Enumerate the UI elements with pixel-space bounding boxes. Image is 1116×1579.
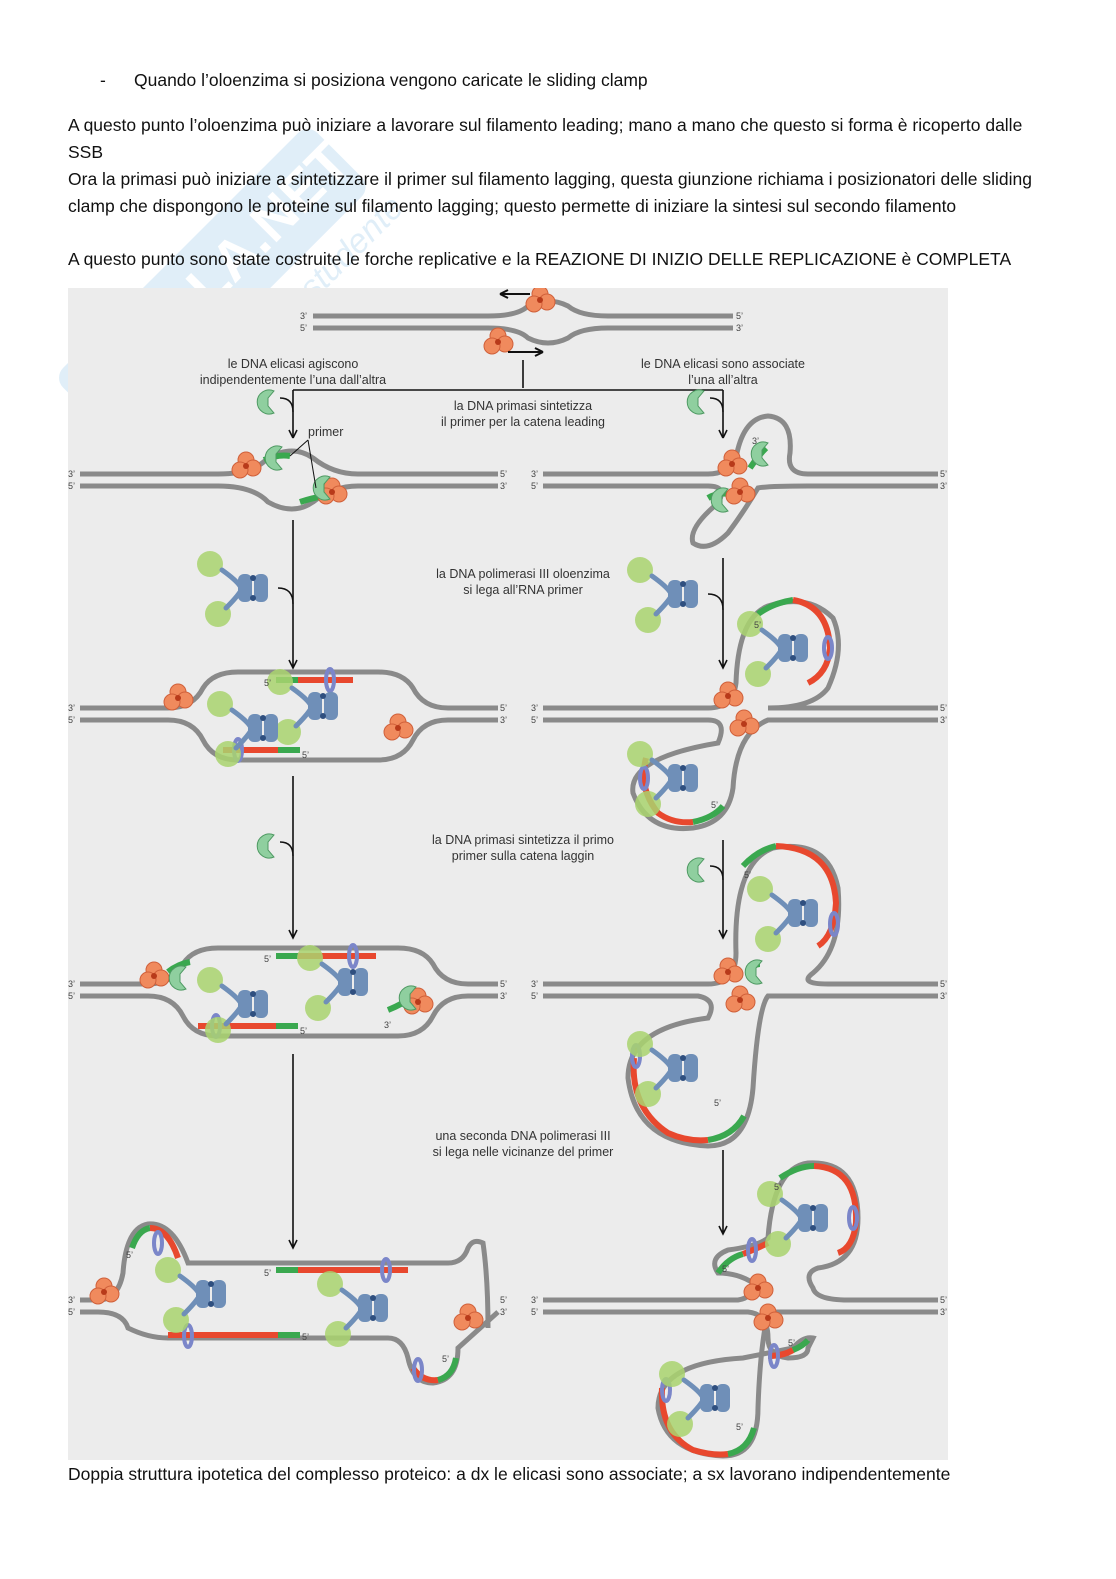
end-label: 5’ — [531, 481, 538, 491]
end-label: 3’ — [940, 481, 947, 491]
end-label: 3’ — [531, 979, 538, 989]
end-label: 5’ — [940, 1295, 947, 1305]
left-title-line1: le DNA elicasi agiscono — [228, 357, 359, 371]
end-label: 3’ — [300, 311, 307, 321]
end-label: 5’ — [126, 1250, 133, 1260]
end-label: 5’ — [500, 1295, 507, 1305]
paragraph-leading: A questo punto l’oloenzima può iniziare … — [68, 112, 1058, 165]
end-label: 5’ — [774, 1182, 781, 1192]
end-label: 5’ — [940, 469, 947, 479]
end-label: 5’ — [736, 311, 743, 321]
end-label: 3’ — [68, 469, 75, 479]
step1-label-line1: la DNA primasi sintetizza — [454, 399, 592, 413]
end-label: 3’ — [736, 323, 743, 333]
step2-label-line2: si lega all’RNA primer — [463, 583, 582, 597]
end-label: 3’ — [500, 715, 507, 725]
end-label: 5’ — [500, 703, 507, 713]
end-label: 5’ — [500, 979, 507, 989]
bullet-dash: - — [100, 70, 134, 91]
end-label: 5’ — [68, 1307, 75, 1317]
figure-caption: Doppia struttura ipotetica del complesso… — [68, 1464, 1068, 1485]
end-label: 5’ — [744, 870, 751, 880]
end-label: 5’ — [302, 1332, 309, 1342]
end-label: 5’ — [264, 678, 271, 688]
end-label: 5’ — [68, 715, 75, 725]
end-label: 3’ — [500, 481, 507, 491]
bullet-item: -Quando l’oloenzima si posiziona vengono… — [100, 70, 648, 91]
primer-label: primer — [308, 425, 343, 439]
step4-label-line2: si lega nelle vicinanze del primer — [433, 1145, 614, 1159]
step3-label-line1: la DNA primasi sintetizza il primo — [432, 833, 614, 847]
end-label: 3’ — [500, 991, 507, 1001]
end-label: 5’ — [68, 481, 75, 491]
end-label: 3’ — [752, 436, 759, 446]
end-label: 5’ — [264, 954, 271, 964]
end-label: 5’ — [68, 991, 75, 1001]
bullet-text: Quando l’oloenzima si posiziona vengono … — [134, 70, 648, 90]
end-label: 3’ — [940, 991, 947, 1001]
end-label: 3’ — [500, 1307, 507, 1317]
step1-label-line2: il primer per la catena leading — [441, 415, 605, 429]
end-label: 5’ — [300, 323, 307, 333]
end-label: 5’ — [940, 979, 947, 989]
right-title-line1: le DNA elicasi sono associate — [641, 357, 805, 371]
end-label: 3’ — [940, 1307, 947, 1317]
end-label: 5’ — [531, 991, 538, 1001]
end-label: 5’ — [300, 1026, 307, 1036]
end-label: 5’ — [722, 1264, 729, 1274]
end-label: 3’ — [68, 979, 75, 989]
paragraph-complete: A questo punto sono state costruite le f… — [68, 246, 1058, 273]
right-title-line2: l’una all’altra — [688, 373, 758, 387]
end-label: 3’ — [531, 1295, 538, 1305]
paragraph-lagging: Ora la primasi può iniziare a sintetizza… — [68, 166, 1058, 219]
step4-label-line1: una seconda DNA polimerasi III — [435, 1129, 610, 1143]
end-label: 5’ — [500, 469, 507, 479]
end-label: 3’ — [68, 1295, 75, 1305]
end-label: 3’ — [940, 715, 947, 725]
end-label: 5’ — [736, 1422, 743, 1432]
end-label: 5’ — [940, 703, 947, 713]
step2-label-line1: la DNA polimerasi III oloenzima — [436, 567, 610, 581]
end-label: 5’ — [442, 1354, 449, 1364]
end-label: 3’ — [531, 469, 538, 479]
left-title-line2: indipendentemente l’una dall’altra — [200, 373, 386, 387]
end-label: 5’ — [264, 1268, 271, 1278]
end-label: 5’ — [531, 1307, 538, 1317]
end-label: 5’ — [754, 620, 761, 630]
end-label: 3’ — [68, 703, 75, 713]
end-label: 3’ — [531, 703, 538, 713]
replication-figure: 3’ 5’ 5’ 3’ le DNA elicasi agiscono indi… — [68, 288, 948, 1460]
step3-label-line2: primer sulla catena laggin — [452, 849, 594, 863]
end-label: 5’ — [531, 715, 538, 725]
end-label: 5’ — [714, 1098, 721, 1108]
end-label: 5’ — [711, 800, 718, 810]
end-label: 3’ — [384, 1020, 391, 1030]
end-label: 5’ — [302, 750, 309, 760]
end-label: 5’ — [788, 1338, 795, 1348]
